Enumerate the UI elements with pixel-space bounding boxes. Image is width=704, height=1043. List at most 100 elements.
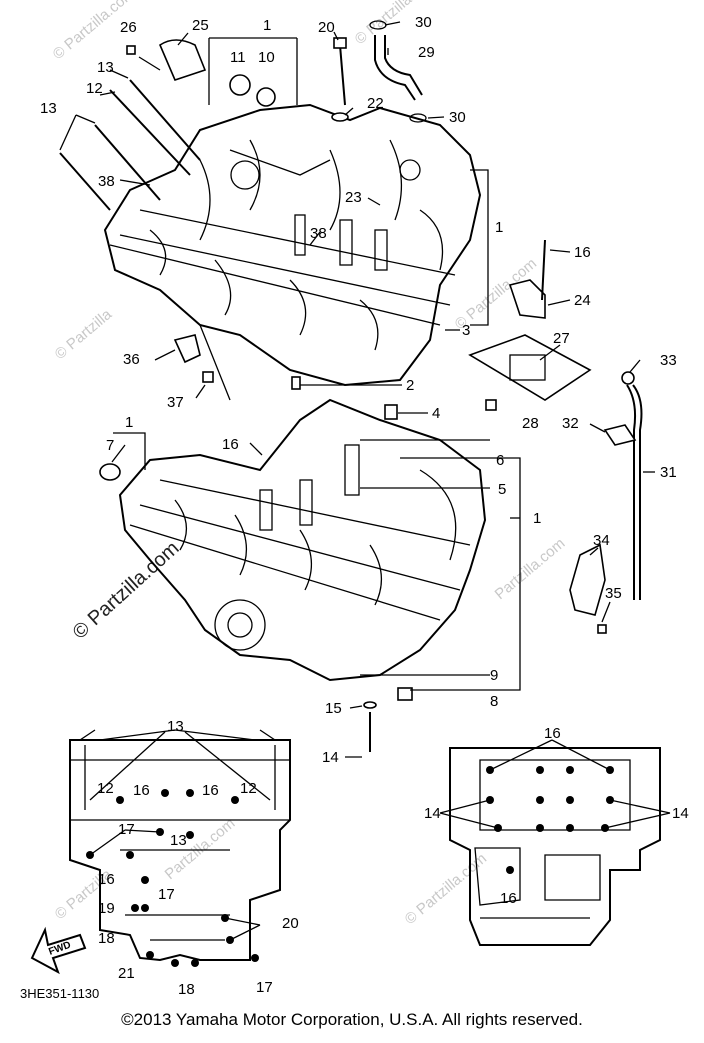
callout-16-center: 16	[222, 436, 239, 453]
callout-9: 9	[490, 667, 498, 684]
callout-14-rinset-left: 14	[424, 805, 441, 822]
callout-29: 29	[418, 44, 435, 61]
callout-1-left: 1	[125, 414, 133, 431]
callout-27: 27	[553, 330, 570, 347]
callout-32: 32	[562, 415, 579, 432]
callout-19: 19	[98, 900, 115, 917]
callout-4: 4	[432, 405, 440, 422]
bearing-part-10	[256, 87, 276, 107]
bolt-part-35	[597, 624, 607, 634]
callout-24: 24	[574, 292, 591, 309]
callout-11: 11	[230, 49, 246, 66]
callout-17-inset-bottom: 17	[256, 979, 273, 996]
copyright-notice: ©2013 Yamaha Motor Corporation, U.S.A. A…	[121, 1010, 583, 1029]
bolt-part-2	[291, 376, 301, 390]
washer-part-15	[363, 701, 377, 709]
callout-18-left: 18	[98, 930, 115, 947]
callout-13-top: 13	[97, 59, 114, 76]
callout-8: 8	[490, 693, 498, 710]
callout-35: 35	[605, 585, 622, 602]
callout-23: 23	[345, 189, 362, 206]
watermark-2: © Partzilla	[352, 0, 416, 48]
callout-30: 30	[449, 109, 466, 126]
leader-lines	[59, 21, 655, 758]
stud-part-13b	[94, 124, 161, 201]
callout-28: 28	[522, 415, 539, 432]
callout-22: 22	[367, 95, 384, 112]
callout-38-left: 38	[98, 173, 115, 190]
callout-5: 5	[498, 481, 506, 498]
diagram-code: 3HE351-1130	[20, 986, 99, 1001]
callout-6: 6	[496, 452, 504, 469]
hose-part-29	[374, 35, 416, 101]
sensor-part-36	[173, 334, 201, 364]
callout-2: 2	[406, 377, 414, 394]
callout-20: 20	[318, 19, 335, 36]
callout-3: 3	[462, 322, 470, 339]
callout-1-top: 1	[263, 17, 271, 34]
bolt-part-20	[339, 44, 346, 106]
upper-crankcase	[103, 103, 482, 387]
stud-part-13c	[109, 89, 191, 176]
watermark-main: © Partzilla.com	[69, 537, 184, 644]
inset-top-view	[69, 729, 291, 967]
pipe-part-31	[632, 384, 643, 600]
bolt-part-16a	[541, 239, 546, 301]
callout-12-inset-left: 12	[97, 780, 114, 797]
clamp-part-33	[621, 371, 635, 385]
small-parts	[59, 20, 643, 752]
callout-26: 26	[120, 19, 137, 36]
callout-25: 25	[192, 17, 209, 34]
callout-14-rinset-right: 14	[672, 805, 689, 822]
plug-part-37	[202, 371, 214, 383]
callout-10: 10	[258, 49, 275, 66]
plug-part-8	[397, 687, 413, 701]
watermark-3: © Partzilla	[52, 306, 116, 364]
inset-bottom-view	[439, 739, 671, 946]
stud-part-12	[129, 79, 201, 161]
callout-16-inset-c: 16	[98, 871, 115, 888]
lower-crankcase	[118, 398, 487, 682]
callout-1-lower-right: 1	[533, 510, 541, 527]
callout-15: 15	[325, 700, 342, 717]
plate-part-27	[468, 334, 592, 401]
callout-38-center: 38	[310, 225, 327, 242]
seal-part-7	[99, 463, 121, 481]
bearing-part-11	[229, 74, 251, 96]
callout-16-rinset-bottom: 16	[500, 890, 517, 907]
fwd-arrow: FWD	[30, 926, 87, 975]
callout-1-upper-right: 1	[495, 219, 503, 236]
clamp-part-32	[603, 424, 637, 446]
bolt-part-26	[126, 45, 136, 55]
callout-14: 14	[322, 749, 339, 766]
dowel-part-4	[384, 404, 398, 420]
callout-30-top: 30	[415, 14, 432, 31]
callout-31: 31	[660, 464, 677, 481]
bracket-part-34	[569, 543, 606, 616]
bracket-part-24	[508, 279, 546, 319]
callout-17-inset-mid: 17	[158, 886, 175, 903]
bolt-part-28	[485, 399, 497, 411]
callout-12-inset-right: 12	[240, 780, 257, 797]
clip-part-30b	[409, 113, 427, 123]
watermark-5: Partzilla.com	[492, 535, 569, 603]
watermarks: © Partzilla.com © Partzilla © Partzilla …	[50, 0, 569, 928]
callout-16-inset-b: 16	[202, 782, 219, 799]
plate-part-25	[159, 39, 207, 81]
callout-16-inset-a: 16	[133, 782, 150, 799]
washer-part-22	[331, 112, 349, 122]
callout-34: 34	[593, 532, 610, 549]
callout-13-inset-lower: 13	[170, 832, 187, 849]
callout-12-top: 12	[86, 80, 103, 97]
callout-33: 33	[660, 352, 677, 369]
callout-16-right: 16	[574, 244, 591, 261]
callout-37: 37	[167, 394, 184, 411]
callout-16-rinset-top: 16	[544, 725, 561, 742]
callout-17-inset-top: 17	[118, 821, 135, 838]
callout-7: 7	[106, 437, 114, 454]
callout-21: 21	[118, 965, 135, 982]
callout-13-inset: 13	[167, 718, 184, 735]
callout-18-bottom: 18	[178, 981, 195, 998]
callout-36: 36	[123, 351, 140, 368]
